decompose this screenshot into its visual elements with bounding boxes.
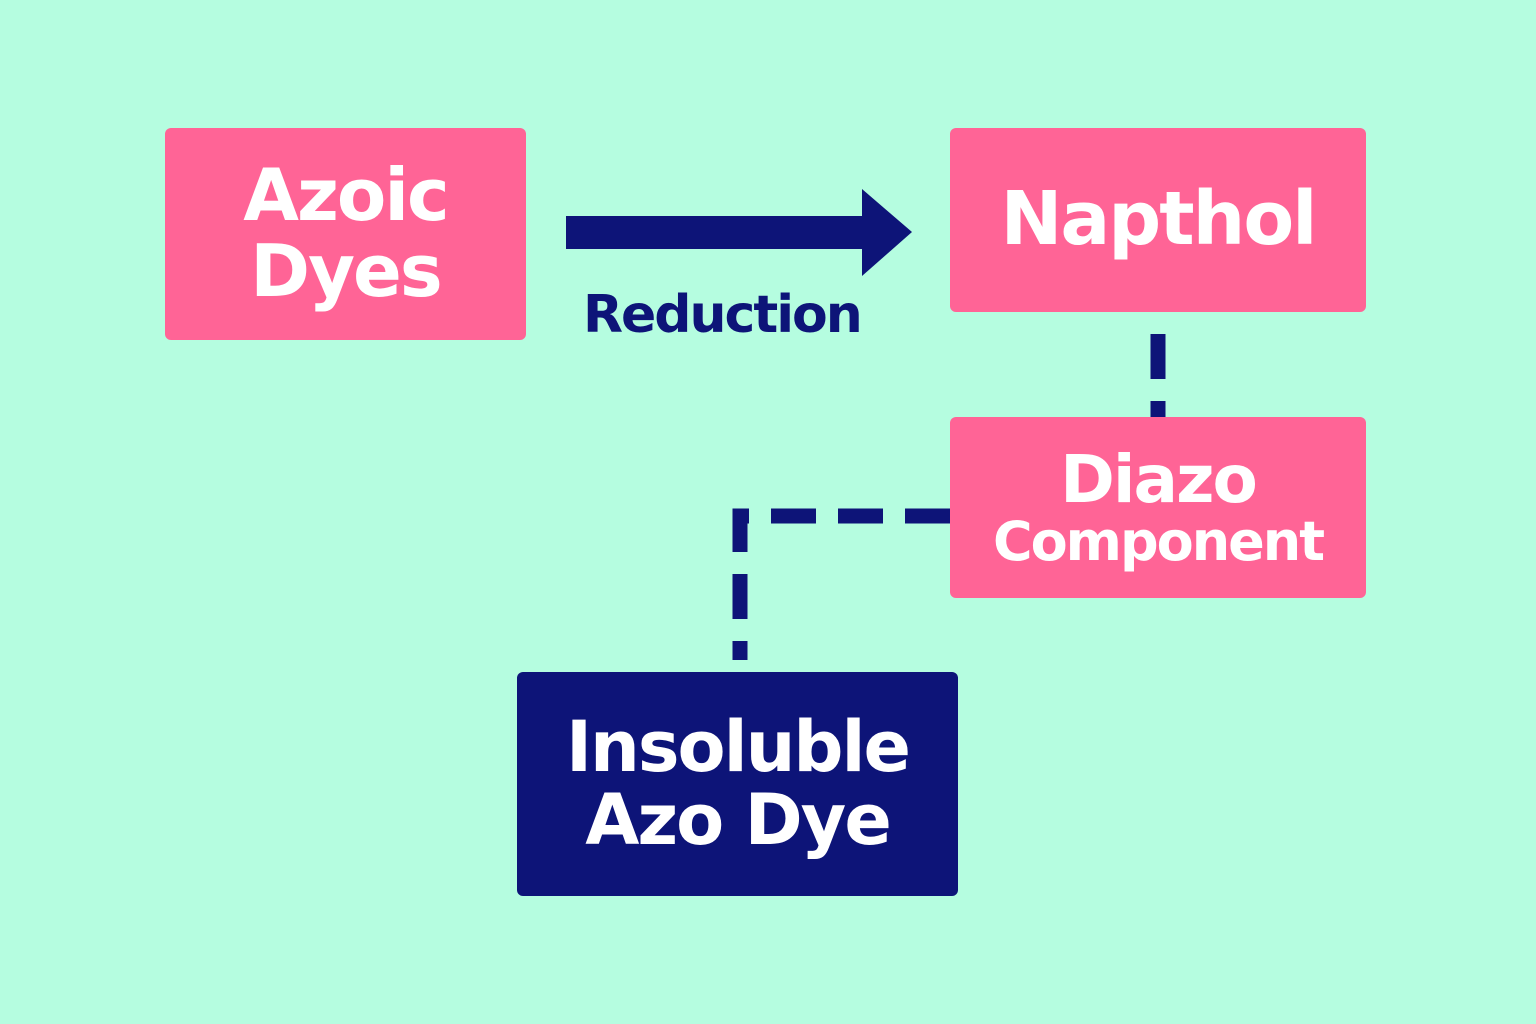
reduction-arrow-head xyxy=(862,189,912,276)
reduction-edge-label: Reduction xyxy=(583,285,863,345)
reduction-arrow xyxy=(566,189,912,276)
diazo-insoluble-dashed-connector xyxy=(732,508,950,660)
node-diazo-component-line-1: Diazo xyxy=(1060,440,1258,518)
node-azoic-dyes-line-2: Dyes xyxy=(250,229,442,313)
reduction-arrow-shaft xyxy=(566,216,866,249)
node-diazo-component: Diazo Component xyxy=(950,417,1366,598)
node-insoluble-azo-dye: Insoluble Azo Dye xyxy=(517,672,958,896)
node-insoluble-azo-dye-line-1: Insoluble xyxy=(565,705,911,788)
node-diazo-component-line-2: Component xyxy=(992,509,1325,573)
node-azoic-dyes-line-1: Azoic xyxy=(243,153,449,238)
node-azoic-dyes: Azoic Dyes xyxy=(165,128,526,340)
node-insoluble-azo-dye-line-2: Azo Dye xyxy=(585,779,892,861)
node-napthol-label: Napthol xyxy=(1000,176,1317,263)
node-napthol: Napthol xyxy=(950,128,1366,312)
